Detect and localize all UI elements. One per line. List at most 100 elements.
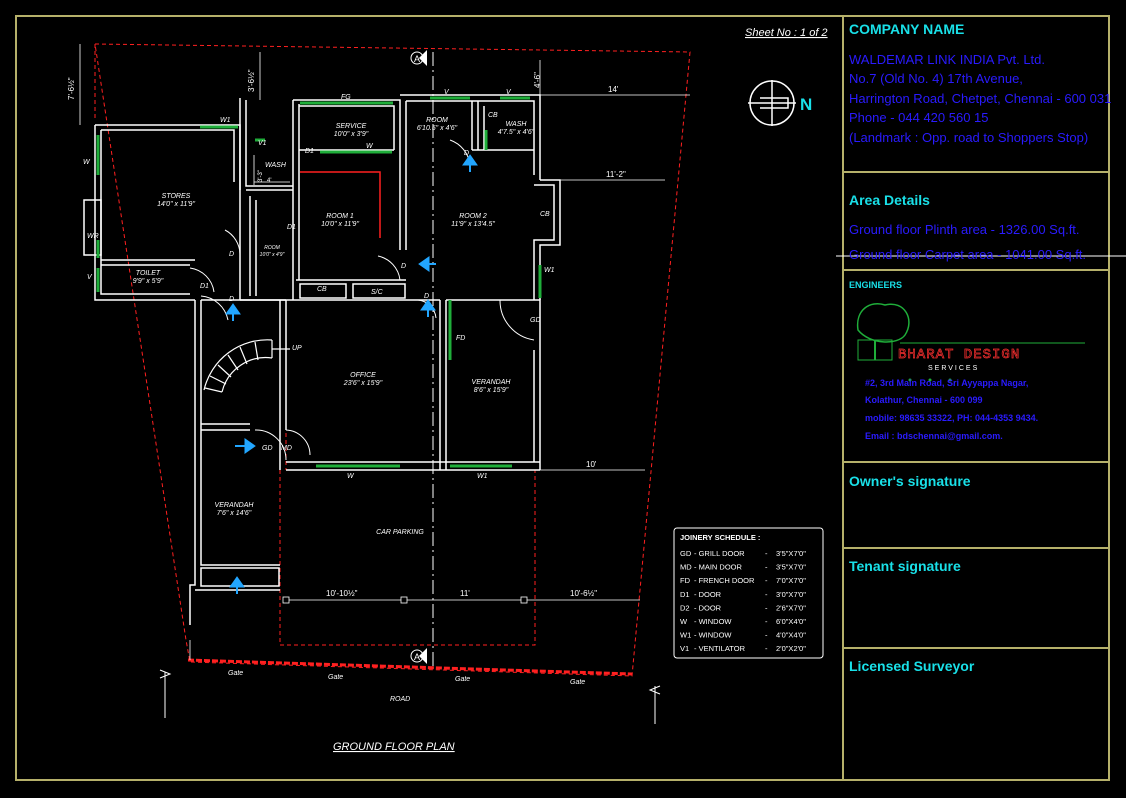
- svg-text:Gate: Gate: [455, 676, 470, 683]
- axis-label-bottom: A: [414, 652, 420, 662]
- joinery-name: - GRILL DOOR: [694, 549, 745, 558]
- svg-text:D1: D1: [287, 224, 296, 231]
- room-size: 10'0" x 11'9": [321, 221, 359, 228]
- svg-text:D1: D1: [305, 148, 314, 155]
- svg-text:Gate: Gate: [328, 674, 343, 681]
- axis-marker-bottom: [410, 648, 427, 664]
- svg-text:W: W: [366, 143, 374, 150]
- joinery-size: 3'5"X7'0": [776, 549, 806, 558]
- joinery-size: 4'0"X4'0": [776, 631, 806, 640]
- joinery-sep: -: [765, 644, 768, 653]
- joinery-title: JOINERY SCHEDULE :: [680, 533, 760, 542]
- company-line: WALDEMAR LINK INDIA Pvt. Ltd.: [849, 52, 1046, 67]
- north-arrow-icon: [748, 80, 796, 126]
- room-size: 23'6" x 15'9": [343, 380, 383, 387]
- joinery-code: W: [680, 617, 688, 626]
- svg-text:14': 14': [608, 85, 619, 94]
- joinery-size: 2'0"X2'0": [776, 644, 806, 653]
- company-line: No.7 (Old No. 4) 17th Avenue,: [849, 71, 1023, 86]
- svg-text:W: W: [83, 159, 91, 166]
- room-size: 14'0" x 11'9": [157, 201, 195, 208]
- joinery-sep: -: [765, 549, 768, 558]
- joinery-name: - WINDOW: [694, 617, 732, 626]
- joinery-code: MD: [680, 563, 692, 572]
- room-size: 4'7.5" x 4'6": [498, 129, 535, 136]
- joinery-name: - MAIN DOOR: [694, 563, 742, 572]
- company-heading: COMPANY NAME: [849, 21, 965, 37]
- room-name: CAR PARKING: [376, 529, 424, 536]
- joinery-name: - VENTILATOR: [694, 644, 746, 653]
- room-labels: SERVICE 10'0" x 3'9" ROOM 6'10.5" x 4'6"…: [133, 117, 535, 536]
- room-name: ROOM: [264, 245, 280, 251]
- joinery-box: [673, 527, 824, 659]
- svg-text:10'-10½": 10'-10½": [326, 589, 358, 598]
- engineer-line: mobile: 98635 33322, PH: 044-4353 9434.: [865, 413, 1039, 423]
- joinery-code: V1: [680, 644, 689, 653]
- svg-text:CB: CB: [488, 112, 498, 119]
- element-labels: FG W1 V1 D1 W V V CB W WR V WASH D1 D D1…: [83, 89, 585, 703]
- room-name: STORES: [162, 193, 191, 200]
- room-name: WASH: [506, 121, 528, 128]
- svg-text:W1: W1: [220, 117, 231, 124]
- room-name: ROOM 2: [459, 213, 487, 220]
- svg-text:D: D: [464, 150, 469, 157]
- plot-boundary: [94, 43, 691, 677]
- axis-label-top: A: [414, 54, 420, 64]
- joinery-sep: -: [765, 603, 768, 612]
- svg-text:CB: CB: [540, 211, 550, 218]
- svg-text:V: V: [87, 274, 93, 281]
- room-name: ROOM: [426, 117, 448, 124]
- svg-text:11'-2": 11'-2": [606, 170, 626, 179]
- room-name: VERANDAH: [472, 379, 512, 386]
- joinery-name: - DOOR: [694, 603, 722, 612]
- drawing-frame: [15, 15, 1110, 781]
- joinery-sep: -: [765, 617, 768, 626]
- svg-text:W: W: [347, 473, 355, 480]
- svg-text:D: D: [424, 293, 429, 300]
- plan-title: GROUND FLOOR PLAN: [333, 741, 455, 753]
- room-name: TOILET: [136, 270, 161, 277]
- room-size: 11'9" x 13'4.5": [451, 221, 495, 228]
- joinery-code: FD: [680, 576, 691, 585]
- svg-text:CB: CB: [317, 286, 327, 293]
- joinery-rows: GD- GRILL DOOR-3'5"X7'0"MD- MAIN DOOR-3'…: [680, 549, 806, 653]
- svg-text:MD: MD: [281, 445, 292, 452]
- room-size: 8'6" x 15'9": [474, 387, 509, 394]
- room-name: SERVICE: [336, 123, 367, 130]
- svg-text:UP: UP: [292, 345, 302, 352]
- company-line: Phone - 044 420 560 15: [849, 110, 989, 125]
- svg-text:V1: V1: [258, 140, 267, 147]
- svg-text:D: D: [229, 296, 234, 303]
- room-size: 7'6" x 14'6": [217, 510, 252, 517]
- joinery-code: D2: [680, 603, 690, 612]
- joinery-sep: -: [765, 590, 768, 599]
- owner-signature-heading: Owner's signature: [849, 473, 971, 489]
- svg-text:V: V: [444, 89, 450, 96]
- svg-text:7'-6½": 7'-6½": [67, 77, 76, 100]
- joinery-name: - WINDOW: [694, 631, 732, 640]
- room-name: ROOM 1: [326, 213, 354, 220]
- svg-text:WASH: WASH: [265, 162, 287, 169]
- engineer-logo-text: BHARAT DESIGN: [898, 347, 1020, 363]
- area-line: Ground floor Carpet area - 1041.00 Sq.ft…: [849, 247, 1087, 262]
- svg-text:D: D: [229, 251, 234, 258]
- joinery-name: - DOOR: [694, 590, 722, 599]
- svg-text:Gate: Gate: [228, 670, 243, 677]
- north-label: N: [800, 95, 812, 114]
- room1-red-line: [300, 171, 381, 238]
- joinery-sep: -: [765, 631, 768, 640]
- sheet-label: Sheet No : 1 of 2: [745, 27, 828, 39]
- joinery-name: - FRENCH DOOR: [694, 576, 755, 585]
- engineers-heading: ENGINEERS: [849, 280, 903, 290]
- licensed-surveyor-heading: Licensed Surveyor: [849, 658, 975, 674]
- svg-text:D1: D1: [200, 283, 209, 290]
- svg-text:3'-6½": 3'-6½": [247, 69, 256, 92]
- joinery-size: 3'5"X7'0": [776, 563, 806, 572]
- svg-text:11': 11': [460, 589, 470, 598]
- room-size: 6'10.5" x 4'6": [417, 125, 458, 132]
- svg-text:D: D: [401, 263, 406, 270]
- svg-text:S/C: S/C: [371, 289, 384, 296]
- dimension-lines: [79, 44, 690, 660]
- room-size: 9'9" x 5'9": [133, 278, 164, 285]
